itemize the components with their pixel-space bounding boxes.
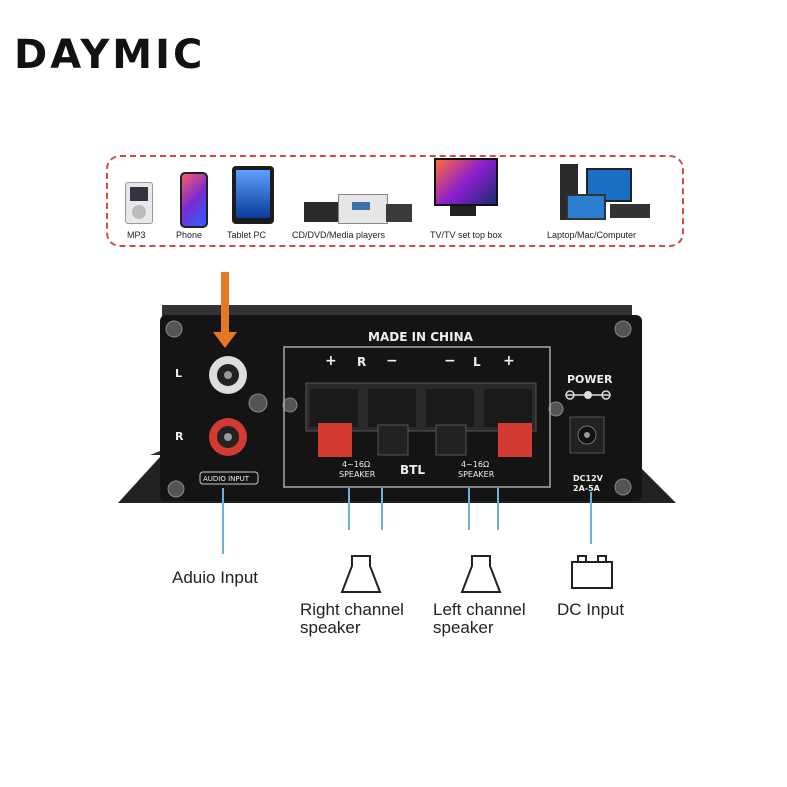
input-arrow-shaft	[221, 272, 229, 334]
source-label-tablet: Tablet PC	[227, 230, 267, 240]
source-label-phone: Phone	[176, 230, 203, 240]
amplifier-rear-panel	[118, 305, 676, 503]
left-speaker-leader-1	[468, 488, 470, 530]
left-speaker-l-label: L	[473, 355, 481, 369]
source-label-tv: TV/TV set top box	[430, 230, 503, 240]
left-speaker-word: SPEAKER	[458, 470, 495, 479]
source-label-mp3: MP3	[127, 230, 146, 240]
left-speaker-leader-2	[497, 488, 499, 530]
computer-icon	[560, 164, 652, 224]
audio-input-tag: AUDIO INPUT	[203, 475, 250, 483]
right-jack-label: R	[175, 430, 184, 443]
brand-logo: DAYMIC	[14, 32, 206, 78]
left-plus-symbol: +	[503, 353, 515, 369]
source-devices-panel	[106, 155, 684, 247]
right-minus-symbol: −	[386, 353, 398, 369]
source-label-computer: Laptop/Mac/Computer	[547, 230, 637, 240]
power-label: POWER	[567, 373, 613, 386]
right-speaker-callout-line1: Right channel	[300, 600, 404, 619]
input-arrow-head	[213, 332, 237, 348]
source-label-media: CD/DVD/Media players	[292, 230, 386, 240]
right-speaker-callout-line2: speaker	[300, 618, 361, 637]
btl-label: BTL	[400, 463, 425, 477]
left-impedance: 4~16Ω	[461, 460, 490, 469]
right-speaker-r-label: R	[357, 355, 367, 369]
made-in-label: MADE IN CHINA	[368, 330, 473, 344]
left-speaker-callout-line1: Left channel	[433, 600, 526, 619]
right-speaker-leader-1	[348, 488, 350, 530]
right-speaker-word: SPEAKER	[339, 470, 376, 479]
phone-icon	[180, 172, 208, 228]
audio-input-leader	[222, 488, 224, 554]
right-plus-symbol: +	[325, 353, 337, 369]
dc-input-leader	[590, 492, 592, 544]
mp3-player-icon	[125, 182, 153, 224]
dc-rating-1: DC12V	[573, 474, 603, 483]
left-minus-symbol: −	[444, 353, 456, 369]
right-impedance: 4~16Ω	[342, 460, 371, 469]
dc-input-callout: DC Input	[557, 600, 625, 619]
left-speaker-icon	[460, 555, 502, 593]
tv-icon	[432, 158, 498, 222]
tablet-icon	[232, 166, 274, 224]
left-jack-label: L	[175, 367, 183, 380]
left-speaker-callout-line2: speaker	[433, 618, 494, 637]
dc-power-icon	[571, 555, 613, 589]
media-player-icon	[304, 194, 414, 224]
right-speaker-icon	[340, 555, 382, 593]
dc-rating-2: 2A-5A	[573, 484, 600, 493]
right-speaker-leader-2	[381, 488, 383, 530]
audio-input-callout: Aduio Input	[172, 568, 259, 587]
